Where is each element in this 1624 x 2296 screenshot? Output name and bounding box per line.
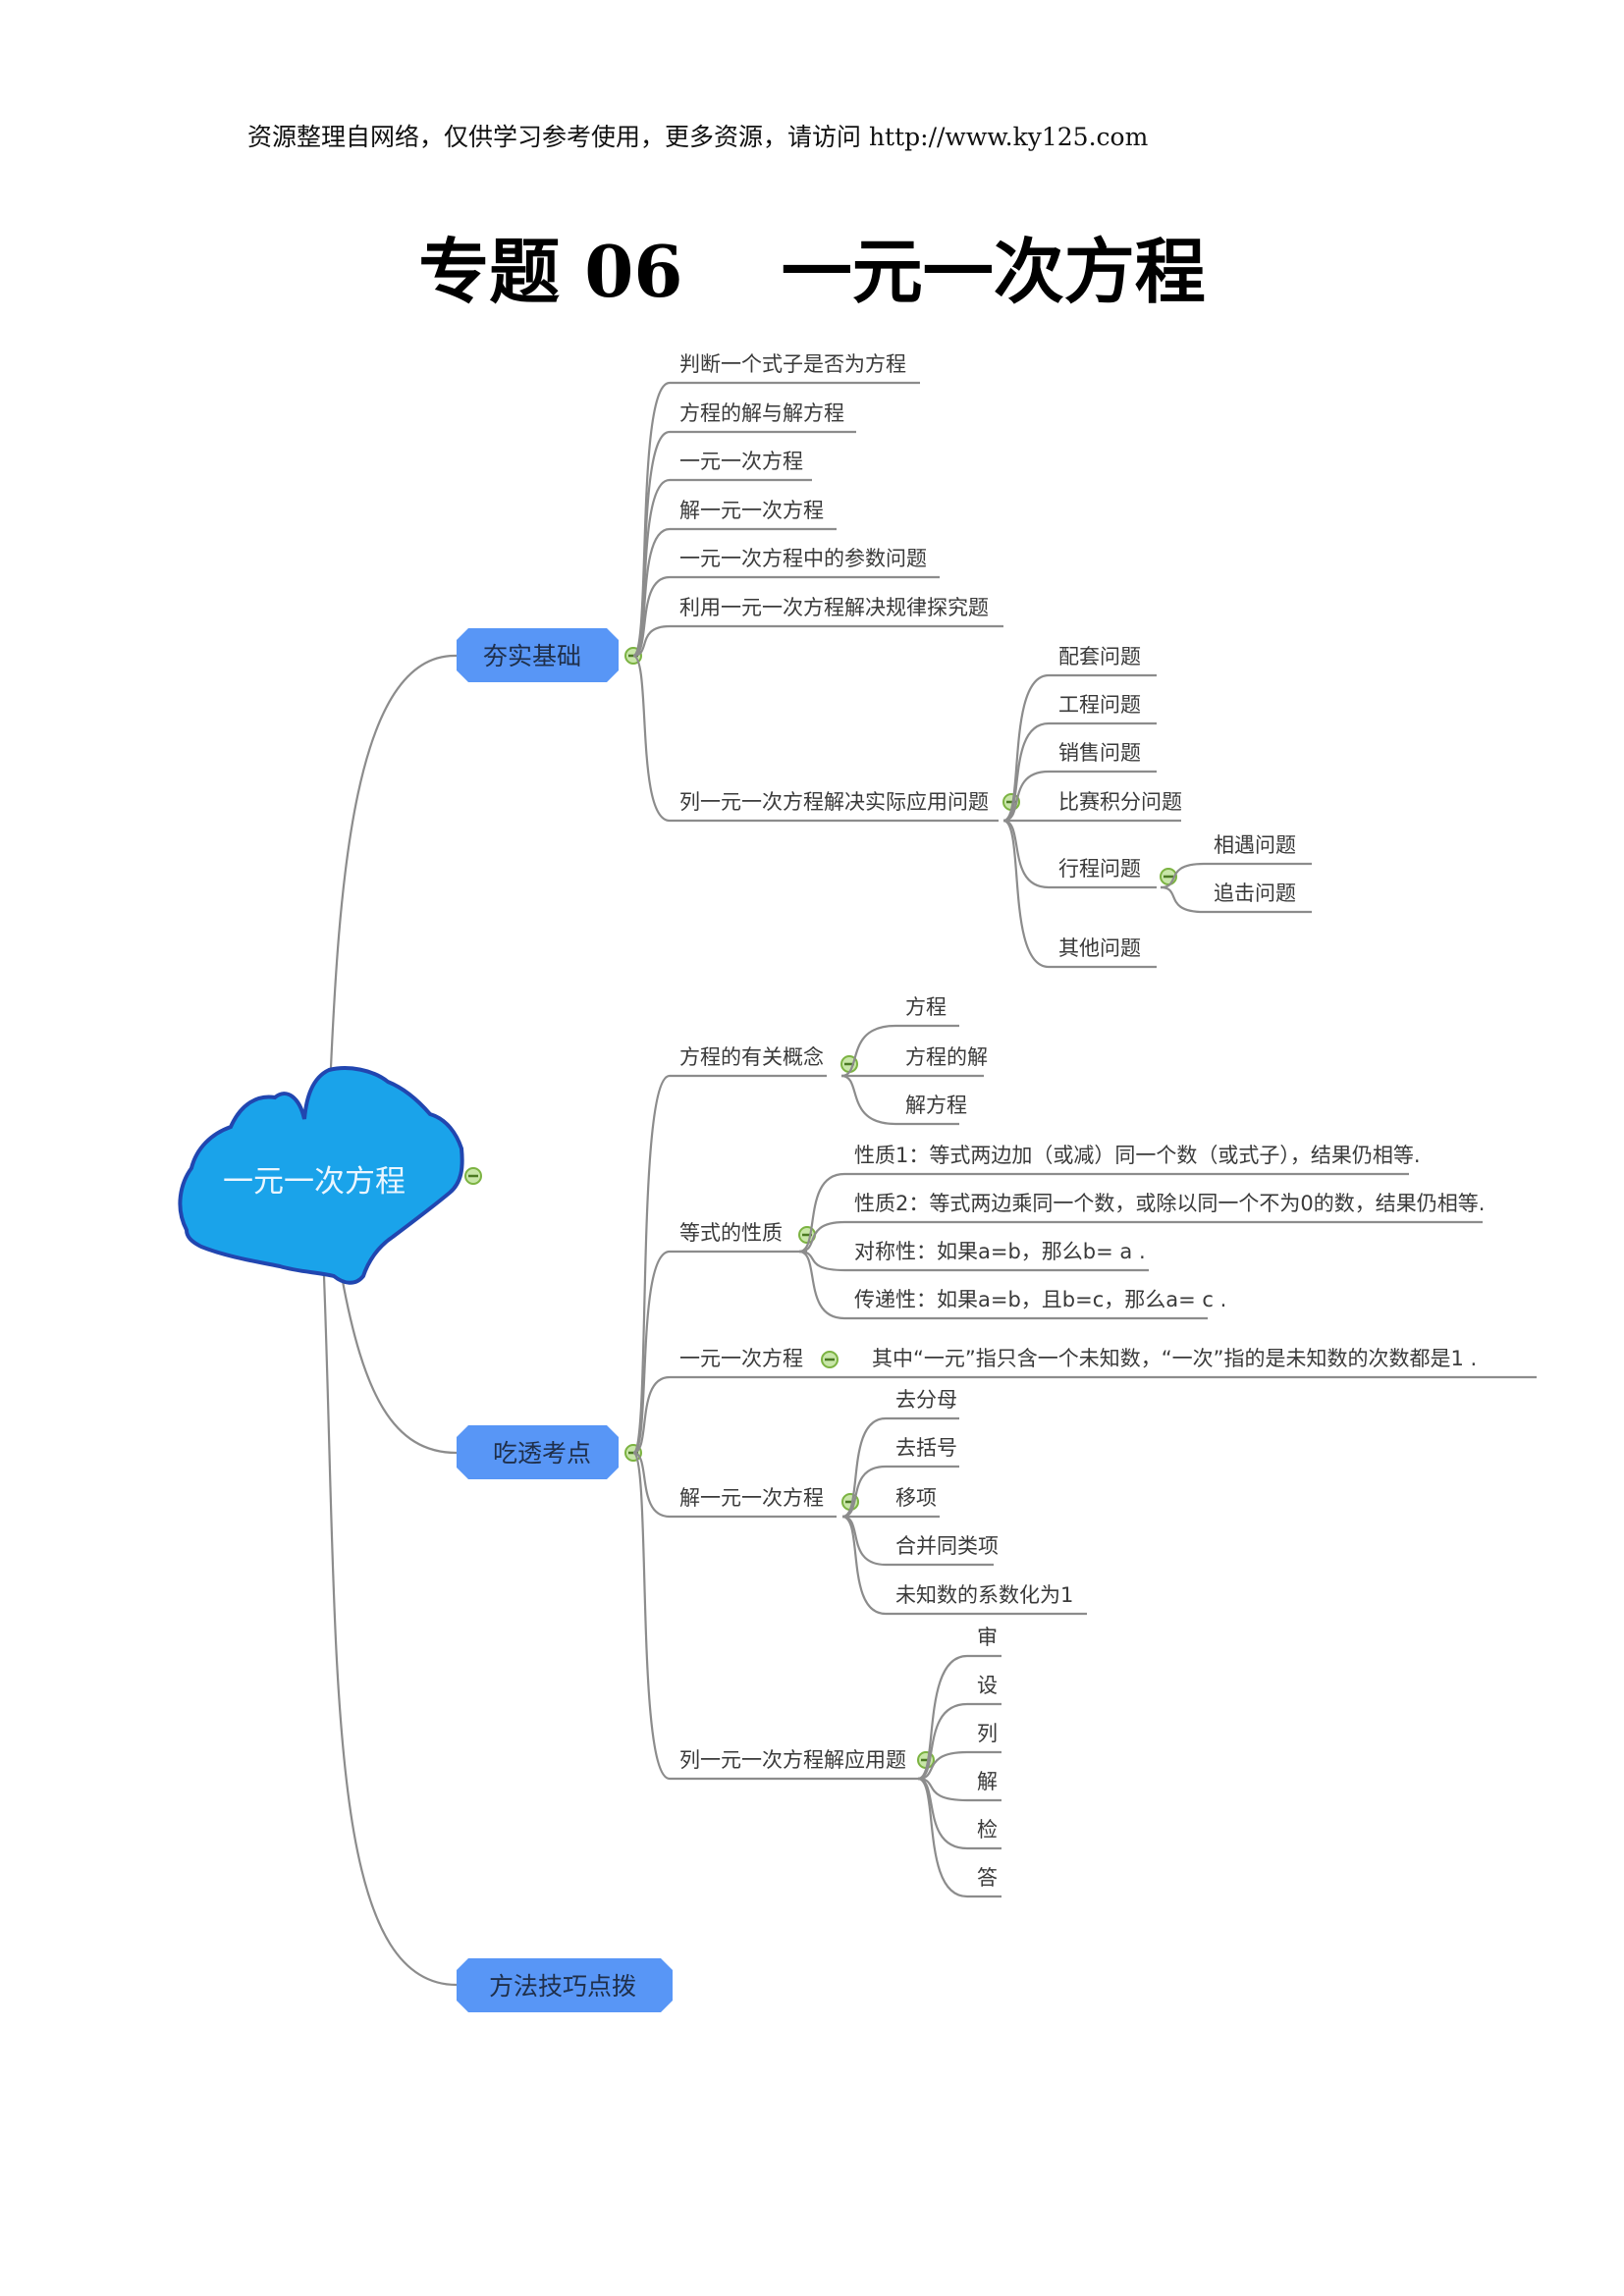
branch-line (841, 1515, 887, 1616)
root-node-label: 一元一次方程 (223, 1164, 406, 1200)
collapse-icon[interactable] (821, 1351, 839, 1368)
branch-line-root-methods (322, 1275, 458, 1987)
topic-node[interactable]: 列一元一次方程解应用题 (679, 1748, 906, 1772)
branch-line (798, 1250, 845, 1272)
topic-node[interactable]: 一元一次方程 (679, 450, 803, 473)
subtopic-node[interactable]: 移项 (895, 1486, 937, 1510)
main-node-label: 方法技巧点拨 (489, 1972, 636, 2001)
subtopic-node[interactable]: 列 (977, 1722, 998, 1745)
branch-line (1160, 862, 1205, 889)
subtopic-node[interactable]: 销售问题 (1058, 741, 1141, 765)
branch-line (841, 1416, 887, 1519)
document-title: 专题 06 一元一次方程 (418, 230, 1206, 313)
branch-line (632, 527, 671, 658)
topic-node[interactable]: 一元一次方程中的参数问题 (679, 547, 927, 570)
branch-line (917, 1702, 968, 1781)
branch-line (632, 654, 671, 823)
branch-line (631, 381, 671, 658)
main-node-label: 夯实基础 (483, 642, 581, 670)
collapse-icon[interactable] (464, 1167, 482, 1185)
main-node-methods[interactable]: 方法技巧点拨 (457, 1958, 673, 2012)
topic-node[interactable]: 解一元一次方程 (679, 499, 824, 522)
branch-line (917, 1750, 968, 1781)
topic-node[interactable]: 判断一个式子是否为方程 (679, 352, 906, 376)
branch-line (632, 478, 671, 658)
branch-line (1002, 721, 1050, 823)
subtopic-node[interactable]: 其他问题 (1058, 936, 1141, 960)
subtopic-node[interactable]: 性质2：等式两边乘同一个数，或除以同一个不为0的数，结果仍相等. (854, 1192, 1485, 1215)
subtopic-node[interactable]: 审 (977, 1626, 998, 1649)
header-note: 资源整理自网络，仅供学习参考使用，更多资源，请访问 http://www.ky1… (247, 123, 1149, 151)
subtopic-node[interactable]: 工程问题 (1058, 693, 1141, 717)
branch-line (840, 1074, 896, 1126)
branch-line (632, 624, 671, 658)
topic-node[interactable]: 利用一元一次方程解决规律探究题 (679, 596, 989, 619)
branch-line (632, 1451, 671, 1519)
subtopic-node[interactable]: 行程问题 (1058, 857, 1141, 881)
subtopic-node[interactable]: 对称性：如果a=b，那么b= a . (854, 1240, 1146, 1263)
subtopic-node[interactable]: 追击问题 (1214, 881, 1296, 905)
branch-line (798, 1172, 845, 1254)
branch-line (632, 575, 671, 658)
subtopic-node[interactable]: 方程的解 (905, 1045, 988, 1069)
subtopic-node[interactable]: 检 (977, 1818, 998, 1842)
subtopic-node[interactable]: 传递性：如果a=b，且b=c，那么a= c . (854, 1288, 1226, 1311)
branch-line (917, 1777, 968, 1802)
branch-line (840, 1024, 896, 1078)
main-node-foundation[interactable]: 夯实基础 (457, 628, 619, 682)
main-node-keypoints[interactable]: 吃透考点 (457, 1425, 619, 1479)
root-node-shape[interactable] (178, 1066, 464, 1285)
subtopic-node[interactable]: 去分母 (895, 1388, 957, 1412)
mindmap-branches: 判断一个式子是否为方程方程的解与解方程一元一次方程解一元一次方程一元一次方程中的… (624, 352, 1537, 1898)
branch-line (798, 1220, 845, 1254)
branch-line (631, 1074, 671, 1455)
subtopic-node[interactable]: 去括号 (895, 1436, 957, 1460)
topic-node[interactable]: 列一元一次方程解决实际应用问题 (679, 790, 989, 814)
subtopic-node[interactable]: 比赛积分问题 (1058, 790, 1182, 814)
subtopic-node[interactable]: 其中“一元”指只含一个未知数，“一次”指的是未知数的次数都是1 . (872, 1347, 1477, 1370)
subtopic-node[interactable]: 相遇问题 (1214, 833, 1296, 857)
branch-line (841, 1465, 887, 1519)
branch-line (632, 1375, 671, 1455)
branch-line (1002, 819, 1050, 889)
subtopic-node[interactable]: 合并同类项 (895, 1534, 999, 1558)
subtopic-node[interactable]: 性质1：等式两边加（或减）同一个数（或式子），结果仍相等. (854, 1144, 1421, 1167)
branch-line (1002, 770, 1050, 823)
topic-node[interactable]: 方程的有关概念 (679, 1045, 824, 1069)
topic-node[interactable]: 方程的解与解方程 (679, 401, 844, 425)
branch-line (631, 1451, 671, 1781)
branch-line (631, 430, 671, 658)
branch-line-root-foundation (328, 654, 458, 1091)
branch-line (798, 1250, 845, 1320)
branch-line (1002, 819, 1050, 969)
topic-node[interactable]: 等式的性质 (679, 1221, 783, 1245)
subtopic-node[interactable]: 解 (977, 1770, 998, 1793)
main-node-label: 吃透考点 (493, 1439, 591, 1468)
subtopic-node[interactable]: 方程 (905, 995, 947, 1019)
branch-line (632, 1250, 671, 1455)
subtopic-node[interactable]: 设 (977, 1674, 998, 1697)
branch-line (1160, 885, 1205, 914)
subtopic-node[interactable]: 配套问题 (1058, 645, 1141, 668)
branch-line (841, 1515, 887, 1567)
topic-node[interactable]: 一元一次方程 (679, 1347, 803, 1370)
branch-line-root-keypoints (340, 1275, 458, 1455)
subtopic-node[interactable]: 答 (977, 1866, 998, 1890)
topic-node[interactable]: 解一元一次方程 (679, 1486, 824, 1510)
branch-line (917, 1654, 968, 1781)
subtopic-node[interactable]: 解方程 (905, 1094, 967, 1117)
branch-line (917, 1777, 968, 1898)
subtopic-node[interactable]: 未知数的系数化为1 (895, 1583, 1073, 1607)
